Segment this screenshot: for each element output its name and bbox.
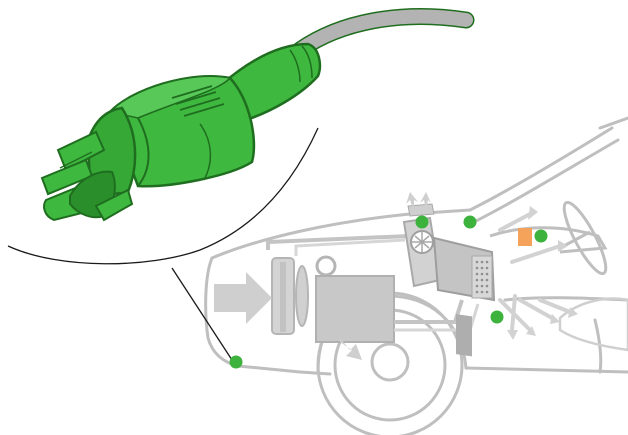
rocker-line (466, 368, 628, 372)
marker-front-sensor (230, 356, 243, 369)
foot-arrowhead-4 (507, 330, 518, 340)
condenser-core (280, 262, 286, 332)
steering-wheel (557, 198, 612, 278)
foot-flow-3 (540, 300, 570, 312)
marker-dash-sensor (535, 230, 548, 243)
intake-airflow-arrow (214, 272, 272, 324)
marker-cowl (464, 216, 477, 229)
defrost-arrowhead (528, 206, 538, 220)
hub (372, 344, 408, 380)
cabin-temperature-sensor (518, 228, 532, 246)
roof-line (600, 118, 628, 128)
refrigerant-line-upper-2 (296, 240, 405, 256)
windshield-outline (470, 128, 612, 210)
callout-pointer-line (172, 268, 232, 360)
face-flow (512, 246, 560, 262)
marker-hvac-lower (491, 311, 504, 324)
connector-plug-illustration (42, 17, 466, 220)
fresh-air-inlet (408, 204, 434, 216)
foot-flow-4 (512, 296, 515, 330)
marker-blower (416, 216, 429, 229)
lower-sill (300, 372, 330, 374)
engine-block (316, 276, 394, 342)
radiator-fan (296, 266, 308, 326)
compressor-pulley (317, 257, 335, 275)
windshield-inner (474, 140, 618, 222)
seat-outline (560, 299, 628, 350)
evaporator-core (456, 314, 472, 356)
